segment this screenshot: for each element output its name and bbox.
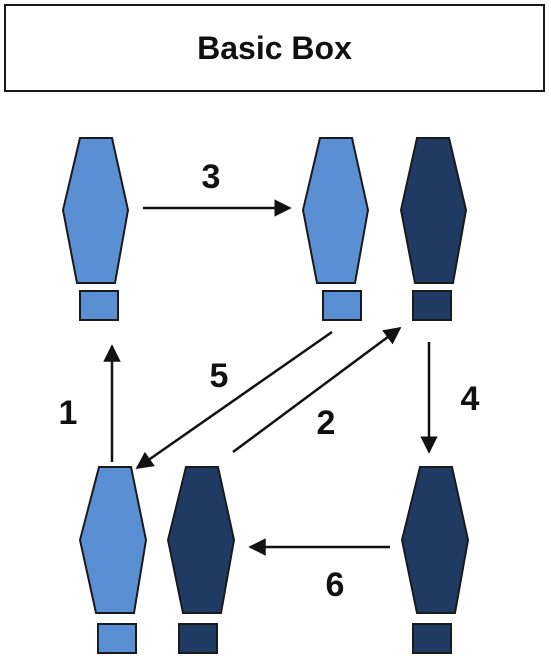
foot-heel-left-bottom-left: [97, 623, 137, 654]
footprint-right-bottom-right: [400, 466, 470, 654]
foot-sole-left-bottom-left: [78, 466, 148, 614]
foot-sole-left-top-center: [301, 137, 370, 284]
foot-heel-right-bottom-center: [178, 623, 218, 654]
footprint-right-bottom-center: [166, 466, 236, 654]
foot-sole-right-bottom-right: [400, 466, 470, 614]
foot-heel-left-top-left: [79, 290, 119, 321]
footprint-left-top-left: [61, 137, 130, 321]
foot-sole-right-top-right: [399, 137, 468, 284]
step-label-5: 5: [210, 357, 229, 395]
foot-heel-right-top-right: [412, 290, 452, 321]
arrow-step-5: [135, 330, 333, 470]
step-label-4: 4: [461, 380, 480, 418]
step-label-1: 1: [59, 394, 78, 432]
step-label-3: 3: [202, 158, 221, 196]
foot-heel-right-bottom-right: [412, 623, 452, 654]
foot-sole-right-bottom-center: [166, 466, 236, 614]
footprint-left-bottom-left: [78, 466, 148, 654]
arrow-step-2: [232, 326, 402, 454]
footprint-left-top-center: [301, 137, 370, 321]
foot-sole-left-top-left: [61, 137, 130, 284]
diagram-title: Basic Box: [4, 4, 545, 92]
step-label-6: 6: [326, 566, 345, 604]
foot-heel-left-top-center: [322, 290, 362, 321]
step-label-2: 2: [317, 404, 336, 442]
footprint-right-top-right: [399, 137, 468, 321]
